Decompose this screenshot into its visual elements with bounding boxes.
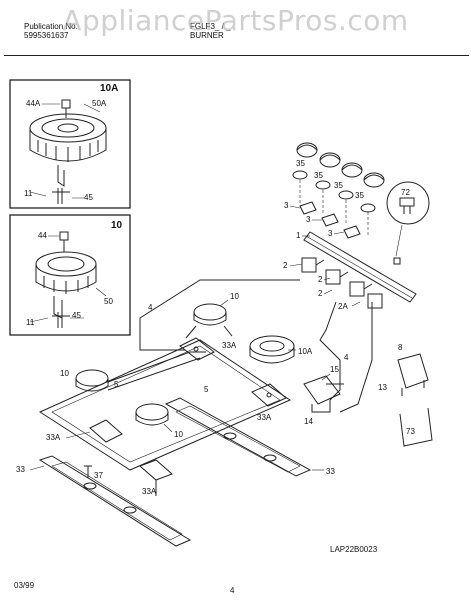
label-45-10: 45 [72, 311, 81, 320]
inset-10a-frame [9, 79, 131, 209]
orifice-44 [59, 231, 69, 252]
section-title: BURNER [190, 31, 224, 40]
label-15: 15 [330, 365, 339, 374]
inset-10-title: 10 [111, 220, 123, 231]
pressure-regulator-15 [303, 375, 344, 413]
label-33A-b: 33A [257, 413, 272, 422]
label-2A: 2A [338, 302, 348, 311]
screw-37 [84, 465, 92, 478]
publication-label: Publication No. [24, 22, 78, 31]
burner-support-bracket [38, 339, 292, 471]
spark-module-8 [397, 353, 429, 396]
label-10-a: 10 [230, 292, 239, 301]
bracket-33A-bottom [139, 459, 173, 496]
label-33-b: 33 [326, 467, 335, 476]
tube-4-right [319, 301, 341, 401]
label-3-c: 3 [328, 229, 333, 238]
label-33A-c: 33A [46, 433, 61, 442]
inset-10: 10 44 50 11 45 [9, 214, 131, 336]
model-label: FGLF3_ / _ [190, 22, 231, 31]
label-10-c: 10 [174, 430, 183, 439]
label-13: 13 [378, 383, 387, 392]
label-33A-d: 33A [142, 487, 157, 496]
footer-page: 4 [230, 586, 235, 595]
burner-base-10a [29, 113, 107, 187]
label-72: 72 [401, 188, 410, 197]
label-50: 50 [104, 297, 113, 306]
header-left: Publication No. 5995361637 [24, 22, 78, 40]
label-73: 73 [406, 427, 415, 436]
label-4-a: 4 [148, 303, 153, 312]
label-2-b: 2 [318, 275, 323, 284]
label-33-a: 33 [16, 465, 25, 474]
header-right: FGLF3_ / _ BURNER [190, 22, 230, 40]
label-44: 44 [38, 231, 47, 240]
label-35-b: 35 [314, 171, 323, 180]
label-50a: 50A [92, 99, 107, 108]
rail-33-right [164, 397, 312, 477]
tube-13 [339, 302, 373, 413]
diagram-code: LAP22B0023 [330, 545, 378, 554]
tube-4-left [139, 279, 300, 351]
label-14: 14 [304, 417, 313, 426]
bracket-73 [399, 407, 433, 447]
burner-10-left [75, 369, 109, 392]
burner-caps-35 [296, 142, 385, 188]
burner-10-top [185, 303, 233, 339]
label-44a: 44A [26, 99, 41, 108]
tube-5 [107, 351, 206, 391]
label-33A-a: 33A [222, 341, 237, 350]
label-5-b: 5 [204, 385, 209, 394]
label-45-10a: 45 [84, 193, 93, 202]
bracket-33A-center [251, 383, 287, 407]
label-3-a: 3 [284, 201, 289, 210]
label-35-a: 35 [296, 159, 305, 168]
clips-3 [299, 201, 361, 239]
label-1: 1 [296, 231, 301, 240]
label-11-10a: 11 [24, 189, 33, 198]
manifold-pipe-1 [303, 231, 417, 303]
inset-10a-title: 10A [100, 83, 118, 94]
label-10-b: 10 [60, 369, 69, 378]
watermark: AppliancePartsPros.com [62, 4, 409, 37]
header-rule [4, 55, 469, 56]
footer-date: 03/99 [14, 581, 35, 590]
label-10A: 10A [298, 347, 313, 356]
burner-10-bottom [135, 403, 169, 426]
rail-33-left [38, 455, 192, 547]
label-2-a: 2 [283, 261, 288, 270]
label-4-b: 4 [344, 353, 349, 362]
valves-2 [301, 257, 383, 309]
screw-45-10 [52, 312, 70, 328]
label-8: 8 [398, 343, 403, 352]
label-11-10: 11 [26, 318, 35, 327]
bracket-33A-top [179, 337, 215, 361]
label-35-d: 35 [355, 191, 364, 200]
burner-base-10 [35, 251, 97, 319]
label-2-c: 2 [318, 289, 323, 298]
label-3-b: 3 [306, 215, 311, 224]
label-35-c: 35 [334, 181, 343, 190]
inset-10a: 10A 44A 50A 11 45 [9, 79, 131, 209]
label-37: 37 [94, 471, 103, 480]
part-72-callout [386, 181, 430, 265]
burner-10a-center [249, 335, 295, 364]
label-5-a: 5 [114, 380, 119, 389]
inset-10-frame [9, 214, 131, 336]
screw-45-10a [52, 188, 70, 204]
orifice-44a [61, 99, 71, 118]
publication-number: 5995361637 [24, 31, 69, 40]
bracket-33A-left [89, 419, 123, 443]
